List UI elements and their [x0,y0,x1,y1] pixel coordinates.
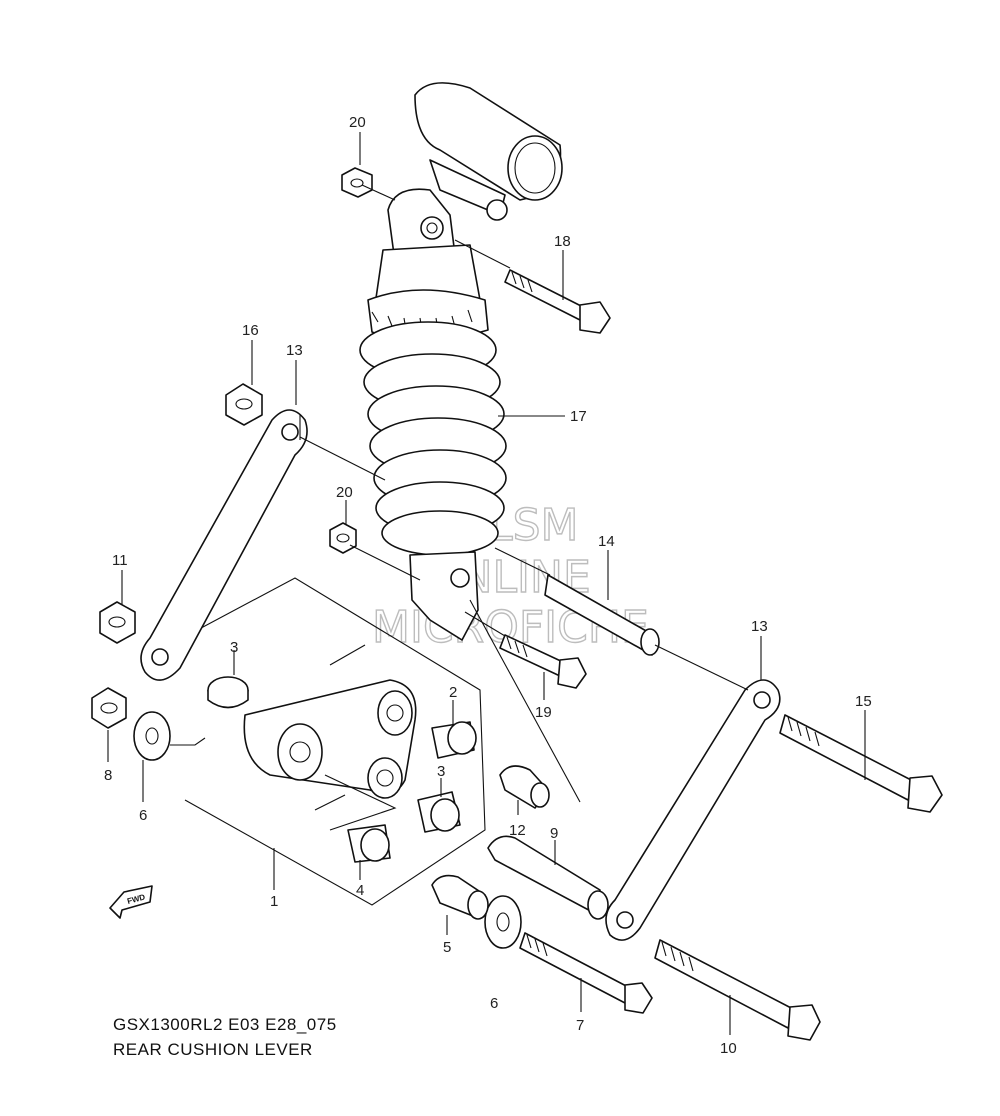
callout-9: 9 [550,825,558,842]
bolt-10 [654,939,821,1041]
callout-6-lower: 6 [490,995,498,1012]
callout-15: 15 [855,693,872,710]
nut-11 [99,601,136,644]
bearing-2 [431,721,477,759]
nut-8 [91,687,127,729]
callout-3-lower: 3 [437,763,445,780]
nuts [91,167,373,729]
callout-12: 12 [509,822,526,839]
callout-leaders [107,132,866,1035]
callout-19: 19 [535,704,552,721]
spacer-12 [499,765,550,809]
assembly-lines [170,184,749,831]
bearing-3-lower [417,791,461,833]
bolt-15 [779,714,943,813]
cushion-rod-left [140,409,308,681]
bolt-7 [519,932,653,1014]
bolt-19 [499,634,587,689]
callout-1: 1 [270,893,278,910]
spacers [431,574,660,920]
rear-shock-absorber [359,82,563,641]
bearing-3-top [207,676,249,709]
spacer-5 [431,874,489,920]
nut-20-top [341,167,373,198]
callout-7: 7 [576,1017,584,1034]
diagram-title-caption: REAR CUSHION LEVER [113,1040,313,1059]
bearing-4 [347,824,391,863]
bolts [499,269,943,1041]
washers [133,711,522,949]
fwd-arrow-icon: FWD [109,885,153,919]
callout-10: 10 [720,1040,737,1057]
callout-2: 2 [449,684,457,701]
callout-17: 17 [570,408,587,425]
spacer-14 [544,574,660,656]
callout-13-right: 13 [751,618,768,635]
diagram-code-caption: GSX1300RL2 E03 E28_075 [113,1015,337,1034]
callout-5: 5 [443,939,451,956]
spring-coils [359,321,507,556]
callout-14: 14 [598,533,615,550]
callout-8: 8 [104,767,112,784]
bearings [207,676,477,863]
callout-6-left: 6 [139,807,147,824]
callout-13-left: 13 [286,342,303,359]
cushion-rod-right [605,679,781,941]
callout-16: 16 [242,322,259,339]
bolt-18 [504,269,611,334]
callout-11: 11 [112,552,128,569]
nut-20-mid [329,522,357,554]
callout-3-top: 3 [230,639,238,656]
spacer-9 [487,835,609,920]
nut-16 [225,383,263,426]
cushion-lever [243,679,417,799]
callout-labels: 20 18 16 13 17 20 14 11 3 2 19 13 15 8 6… [104,114,872,1057]
callout-4: 4 [356,882,364,899]
callout-20-mid: 20 [336,484,353,501]
callout-18: 18 [554,233,571,250]
lever-assembly-outline [184,577,486,906]
callout-20-top: 20 [349,114,366,131]
